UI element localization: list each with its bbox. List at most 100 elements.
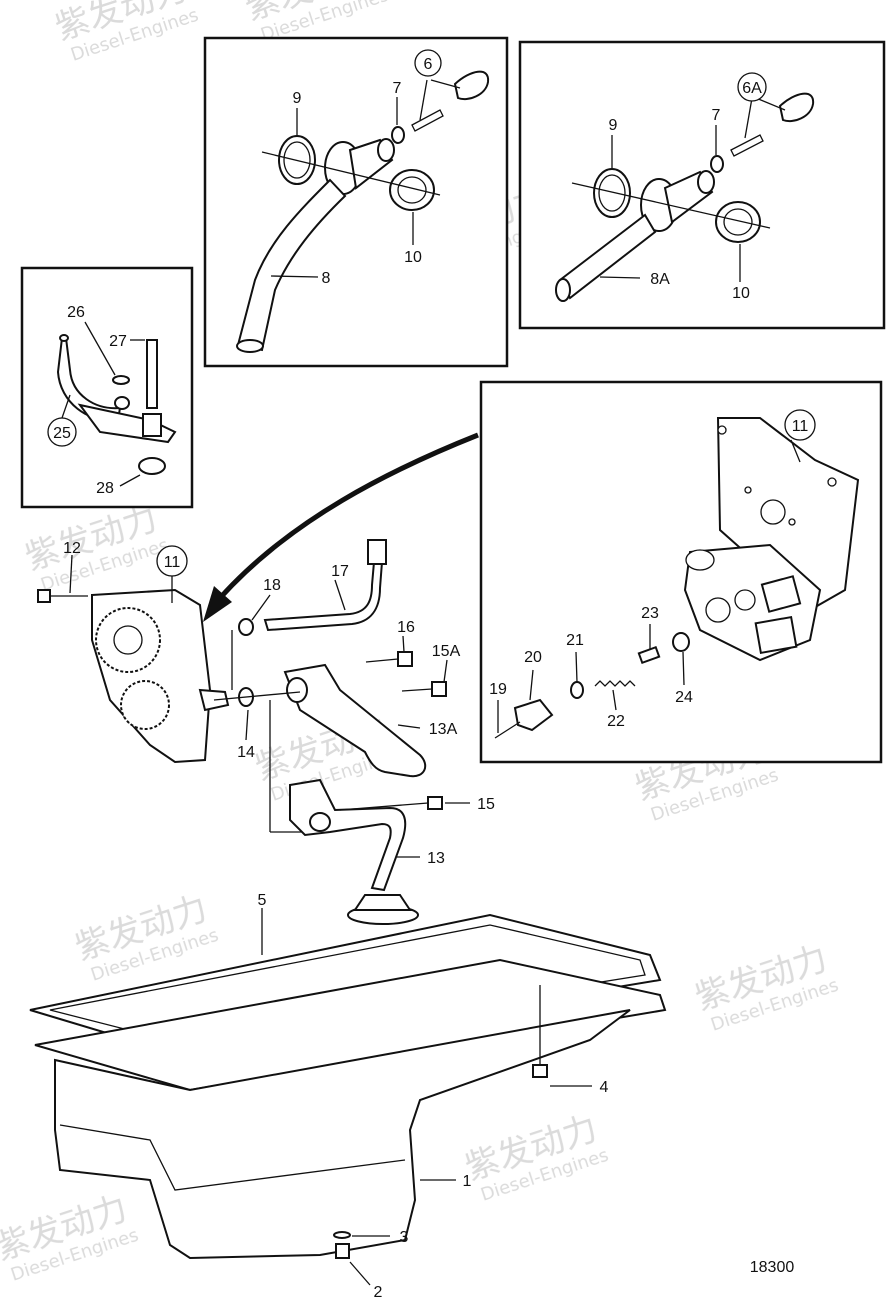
callout-6: 6: [424, 56, 433, 73]
callout-27: 27: [109, 333, 127, 350]
callout-circle: [737, 72, 767, 102]
small-ring-part: [391, 126, 405, 144]
callout-circle: [784, 409, 816, 441]
callout-circle: [156, 545, 188, 577]
inset-frame: [20, 266, 194, 509]
inset-pipe-8: 6 9 7 8 10: [203, 36, 509, 368]
pipe-flange: [286, 677, 308, 703]
stud-part: [146, 339, 158, 409]
callout-2: 2: [374, 1284, 383, 1301]
pump-plate: [716, 417, 860, 612]
bolt-head: [431, 681, 447, 697]
watermark-1: 紫发动力 Diesel-Engines: [50, 0, 201, 66]
sump-rim: [34, 958, 667, 1092]
callout-20: 20: [524, 649, 542, 666]
callout-13: 13: [427, 850, 445, 867]
washer-part: [333, 1231, 351, 1239]
bolt-head: [37, 589, 51, 603]
watermark-7: 紫发动力 Diesel-Engines: [70, 888, 221, 985]
oil-sump-assembly: 5 4 1 3 2: [29, 892, 667, 1301]
bolt-head: [427, 796, 443, 810]
reference-arrow: [203, 432, 479, 622]
seal-ring-part: [112, 375, 130, 385]
small-ring-part: [710, 155, 724, 173]
callout-18: 18: [263, 577, 281, 594]
clip-part: [453, 70, 490, 101]
callout-1: 1: [463, 1173, 472, 1190]
seal-part: [238, 618, 254, 636]
pipe-elbow: [114, 396, 130, 410]
watermark-9: 紫发动力 Diesel-Engines: [460, 1108, 611, 1205]
callout-16: 16: [397, 619, 415, 636]
callout-22: 22: [607, 713, 625, 730]
callout-15: 15: [477, 796, 495, 813]
suction-pipe-13a: [283, 663, 427, 778]
gear-lower: [120, 680, 170, 730]
pipe-tip: [59, 334, 69, 342]
straight-pipe: [558, 213, 657, 300]
bolt-head: [397, 651, 413, 667]
plug-part: [672, 632, 690, 652]
callout-15a: 15A: [432, 643, 461, 660]
callout-5: 5: [258, 892, 267, 909]
callout-6a: 6A: [742, 80, 762, 97]
inset-pump-housing: 11 19 20 21 22 23 24: [479, 380, 883, 764]
spring-part: [594, 680, 636, 687]
callout-24: 24: [675, 689, 693, 706]
callout-9: 9: [609, 117, 618, 134]
pipe-inlet: [236, 339, 264, 353]
nut-inner: [397, 176, 427, 204]
callout-23: 23: [641, 605, 659, 622]
valve-cap-part: [513, 698, 554, 732]
callout-11: 11: [164, 554, 181, 571]
bolt-head: [532, 1064, 548, 1078]
watermark-8: 紫发动力 Diesel-Engines: [690, 938, 841, 1035]
callout-8a: 8A: [650, 271, 670, 288]
pipe-fitting: [367, 539, 387, 565]
suction-pipes: 16 15A 14 15 13A 13: [213, 619, 495, 925]
callout-3: 3: [400, 1229, 409, 1246]
callout-12: 12: [63, 540, 81, 557]
pipe-end: [697, 170, 715, 194]
pin-part: [730, 134, 764, 157]
callout-circle: [414, 49, 442, 77]
watermark-4: 紫发动力 Diesel-Engines: [20, 498, 171, 595]
pressure-pipe: [263, 561, 384, 632]
sump-body: [54, 1009, 631, 1260]
callout-19: 19: [489, 681, 507, 698]
inset-pipe-8a: 6A 9 7 8A 10: [518, 40, 886, 330]
inset-oil-pipe-25: 26 27 25 28: [20, 266, 194, 509]
callout-7: 7: [393, 80, 402, 97]
callout-28: 28: [96, 480, 114, 497]
oil-pump-assembly: 12 11: [37, 540, 230, 764]
pressure-pipe-17: 17 18: [238, 539, 387, 636]
callout-17: 17: [331, 563, 349, 580]
callout-7: 7: [712, 107, 721, 124]
callout-10: 10: [404, 249, 422, 266]
callout-4: 4: [600, 1079, 609, 1096]
callout-circle: [47, 417, 77, 447]
callout-8: 8: [322, 270, 331, 287]
drawing-number: 18300: [750, 1259, 795, 1276]
callout-14: 14: [237, 744, 255, 761]
piston-part: [637, 645, 661, 665]
pipe-end: [377, 138, 395, 162]
watermark-10: 紫发动力 Diesel-Engines: [0, 1188, 141, 1285]
pipe-inlet: [555, 278, 571, 302]
flange-nut-part: [138, 457, 166, 475]
callout-21: 21: [566, 632, 584, 649]
pin-part: [411, 109, 444, 132]
washer-part: [570, 681, 584, 699]
nut-inner: [723, 208, 753, 236]
callout-9: 9: [293, 90, 302, 107]
spacer-part: [142, 413, 162, 437]
drain-plug: [335, 1243, 350, 1259]
callout-10: 10: [732, 285, 750, 302]
callout-26: 26: [67, 304, 85, 321]
callout-13a: 13A: [429, 721, 458, 738]
suction-pipe-13: [289, 778, 407, 892]
callout-25: 25: [53, 425, 71, 442]
o-ring-inner: [598, 174, 626, 212]
clip-part: [778, 92, 815, 123]
